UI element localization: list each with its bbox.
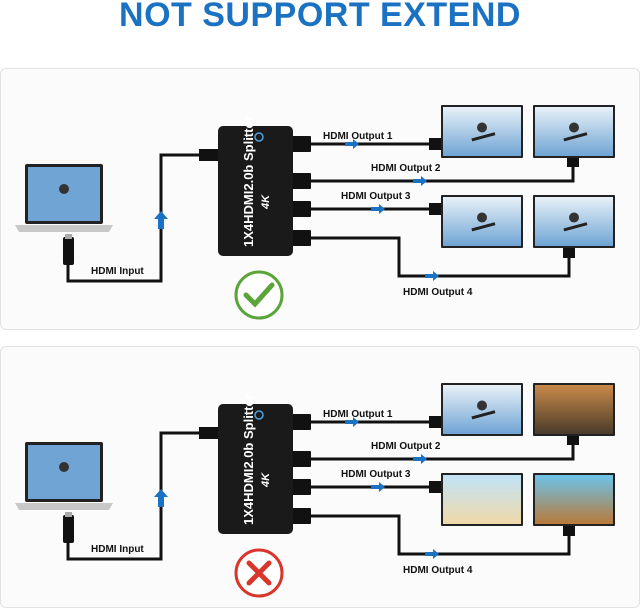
- flow-arrow: [154, 211, 168, 229]
- usb-plug-tip: [65, 512, 72, 517]
- page-title: NOT SUPPORT EXTEND: [119, 0, 521, 34]
- hdmi-output-1-label: HDMI Output 1: [323, 409, 393, 420]
- output-port-plug-4: [291, 508, 311, 524]
- flow-arrow: [154, 489, 168, 507]
- hdmi-output-2-label: HDMI Output 2: [371, 441, 441, 452]
- usb-plug-tip: [65, 234, 72, 239]
- snowboarder-figure: [477, 122, 487, 133]
- output-port-plug-3: [291, 201, 311, 217]
- check-mark: [243, 282, 275, 308]
- splitter-body: [218, 126, 293, 256]
- output-cable-4: [306, 514, 571, 556]
- snowboard: [563, 222, 588, 232]
- hdmi-input-plug: [199, 427, 219, 439]
- output-port-plug-3: [291, 479, 311, 495]
- output-port-plug-1: [291, 136, 311, 152]
- snowboarder-figure: [477, 400, 487, 411]
- hdmi-splitter: 1X4HDMI2.0b Splitter 4K: [218, 394, 293, 534]
- tv1-plug: [429, 138, 443, 150]
- flow-arrow: [413, 454, 427, 464]
- tv-output-4: [533, 473, 615, 526]
- tv1-plug: [429, 416, 443, 428]
- tv3-plug: [429, 203, 443, 215]
- snowboarder-figure: [569, 212, 579, 223]
- hdmi-output-1-label: HDMI Output 1: [323, 131, 393, 142]
- snowboard: [471, 132, 496, 142]
- cross-mark-icon: [234, 548, 284, 598]
- laptop: [15, 164, 113, 232]
- snowboard: [471, 222, 496, 232]
- tv-output-1: [441, 105, 523, 158]
- splitter-badge: 4K: [260, 472, 272, 488]
- splitter-logo-icon: [254, 410, 264, 420]
- tv-screen-image: [443, 475, 521, 524]
- tv-output-3: [441, 473, 523, 526]
- hdmi-input-plug: [199, 149, 219, 161]
- flow-arrow: [371, 204, 385, 214]
- flow-arrow: [345, 139, 359, 149]
- snowboarder-figure: [59, 462, 69, 472]
- flow-arrow: [425, 271, 439, 281]
- usb-plug: [63, 515, 74, 543]
- snowboarder-figure: [477, 212, 487, 223]
- output-cable-4: [306, 236, 571, 278]
- splitter-logo-icon: [254, 132, 264, 142]
- flow-arrow: [345, 417, 359, 427]
- laptop-base: [15, 503, 113, 510]
- hdmi-output-4-label: HDMI Output 4: [403, 565, 473, 576]
- hdmi-output-4-label: HDMI Output 4: [403, 287, 473, 298]
- tv3-plug: [429, 481, 443, 493]
- flow-arrow: [425, 549, 439, 559]
- hdmi-input-label: HDMI Input: [91, 266, 144, 277]
- output-port-plug-4: [291, 230, 311, 246]
- tv-output-1: [441, 383, 523, 436]
- hdmi-input-label: HDMI Input: [91, 544, 144, 555]
- splitter-body: [218, 404, 293, 534]
- snowboard: [471, 410, 496, 420]
- flow-arrow: [371, 482, 385, 492]
- hdmi-output-3-label: HDMI Output 3: [341, 469, 411, 480]
- snowboarder-figure: [569, 122, 579, 133]
- tv-output-2: [533, 105, 615, 158]
- splitter-label: 1X4HDMI2.0b Splitter: [241, 394, 256, 525]
- tv-output-4: [533, 195, 615, 248]
- tv-output-3: [441, 195, 523, 248]
- tv-output-2: [533, 383, 615, 436]
- flow-arrow: [413, 176, 427, 186]
- cross-mark: [246, 560, 272, 586]
- splitter-badge: 4K: [260, 194, 272, 210]
- check-mark-icon: [234, 270, 284, 320]
- hdmi-splitter: 1X4HDMI2.0b Splitter 4K: [218, 116, 293, 256]
- snowboard: [563, 132, 588, 142]
- input-cable: [66, 431, 206, 561]
- hdmi-output-3-label: HDMI Output 3: [341, 191, 411, 202]
- laptop: [15, 442, 113, 510]
- output-port-plug-1: [291, 414, 311, 430]
- laptop-base: [15, 225, 113, 232]
- splitter-label: 1X4HDMI2.0b Splitter: [241, 116, 256, 247]
- tv-screen-image: [535, 475, 613, 524]
- snowboarder-figure: [59, 184, 69, 194]
- output-port-plug-2: [291, 173, 311, 189]
- status-ring: [234, 270, 284, 320]
- usb-plug: [63, 237, 74, 265]
- tv-screen-image: [535, 385, 613, 434]
- output-port-plug-2: [291, 451, 311, 467]
- input-cable: [66, 153, 206, 283]
- hdmi-output-2-label: HDMI Output 2: [371, 163, 441, 174]
